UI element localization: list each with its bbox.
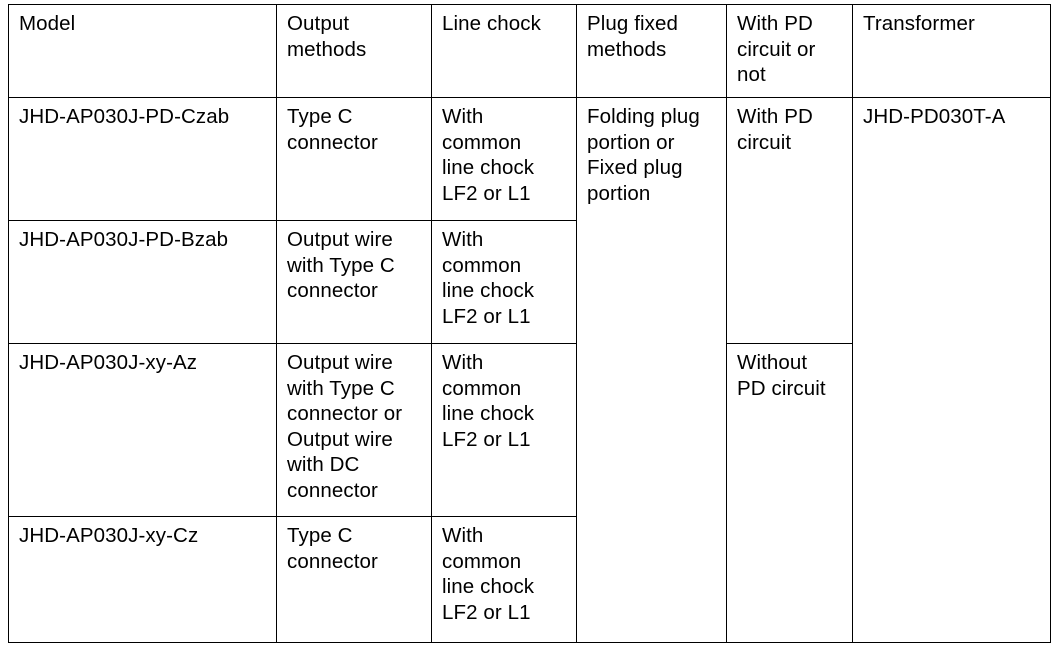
- column-header-output-methods-label: Output methods: [287, 12, 367, 61]
- cell-line-chock: With common line chock LF2 or L1: [431, 516, 577, 643]
- cell-output-methods: Type C connector: [276, 516, 432, 643]
- cell-pd-circuit-without-value: Without PD circuit: [737, 351, 826, 400]
- column-header-transformer: Transformer: [852, 4, 1051, 98]
- cell-model: JHD-AP030J-xy-Az: [8, 343, 277, 517]
- column-header-pd-circuit-label: With PD circuit or not: [737, 12, 816, 86]
- table-row: JHD-AP030J-PD-Bzab Output wire with Type…: [8, 220, 1051, 344]
- cell-model: JHD-AP030J-xy-Cz: [8, 516, 277, 643]
- cell-output-methods-value: Output wire with Type C connector: [287, 228, 395, 302]
- cell-output-methods: Output wire with Type C connector: [276, 220, 432, 344]
- column-header-pd-circuit: With PD circuit or not: [726, 4, 853, 98]
- column-header-plug-fixed-methods-label: Plug fixed methods: [587, 12, 679, 61]
- cell-pd-circuit-merged-without: Without PD circuit: [726, 343, 853, 643]
- cell-line-chock: With common line chock LF2 or L1: [431, 220, 577, 344]
- column-header-line-chock: Line chock: [431, 4, 577, 98]
- cell-model: JHD-AP030J-PD-Bzab: [8, 220, 277, 344]
- cell-transformer-merged: JHD-PD030T-A: [852, 97, 1051, 643]
- column-header-model-label: Model: [19, 12, 76, 35]
- cell-line-chock-value: With common line chock LF2 or L1: [442, 524, 535, 624]
- cell-model: JHD-AP030J-PD-Czab: [8, 97, 277, 221]
- column-header-transformer-label: Transformer: [863, 12, 975, 35]
- column-header-plug-fixed-methods: Plug fixed methods: [576, 4, 727, 98]
- cell-model-value: JHD-AP030J-PD-Czab: [19, 105, 230, 128]
- cell-line-chock: With common line chock LF2 or L1: [431, 97, 577, 221]
- cell-pd-circuit-with-value: With PD circuit: [737, 105, 813, 154]
- cell-model-value: JHD-AP030J-xy-Az: [19, 351, 198, 374]
- cell-output-methods-value: Type C connector: [287, 105, 378, 154]
- table-row: JHD-AP030J-PD-Czab Type C connector With…: [8, 97, 1051, 643]
- table-row: JHD-AP030J-xy-Az Output wire with Type C…: [8, 343, 1051, 643]
- cell-output-methods-value: Output wire with Type C connector or Out…: [287, 351, 403, 502]
- cell-pd-circuit-merged-with: With PD circuit: [726, 97, 853, 344]
- model-specification-table: Model Output methods Line chock Plug fix…: [8, 4, 1051, 643]
- cell-output-methods: Output wire with Type C connector or Out…: [276, 343, 432, 517]
- cell-model-value: JHD-AP030J-PD-Bzab: [19, 228, 229, 251]
- cell-model-value: JHD-AP030J-xy-Cz: [19, 524, 199, 547]
- column-header-model: Model: [8, 4, 277, 98]
- table-row: JHD-AP030J-xy-Cz Type C connector With c…: [8, 516, 1051, 643]
- cell-output-methods: Type C connector: [276, 97, 432, 221]
- cell-plug-fixed-methods-value: Folding plug portion or Fixed plug porti…: [587, 105, 700, 205]
- column-header-line-chock-label: Line chock: [442, 12, 542, 35]
- cell-line-chock-value: With common line chock LF2 or L1: [442, 105, 535, 205]
- cell-line-chock-value: With common line chock LF2 or L1: [442, 351, 535, 451]
- cell-output-methods-value: Type C connector: [287, 524, 378, 573]
- column-header-output-methods: Output methods: [276, 4, 432, 98]
- cell-plug-fixed-methods-merged: Folding plug portion or Fixed plug porti…: [576, 97, 727, 643]
- cell-transformer-value: JHD-PD030T-A: [863, 105, 1006, 128]
- cell-line-chock-value: With common line chock LF2 or L1: [442, 228, 535, 328]
- cell-line-chock: With common line chock LF2 or L1: [431, 343, 577, 517]
- table-header-row: Model Output methods Line chock Plug fix…: [8, 4, 1051, 98]
